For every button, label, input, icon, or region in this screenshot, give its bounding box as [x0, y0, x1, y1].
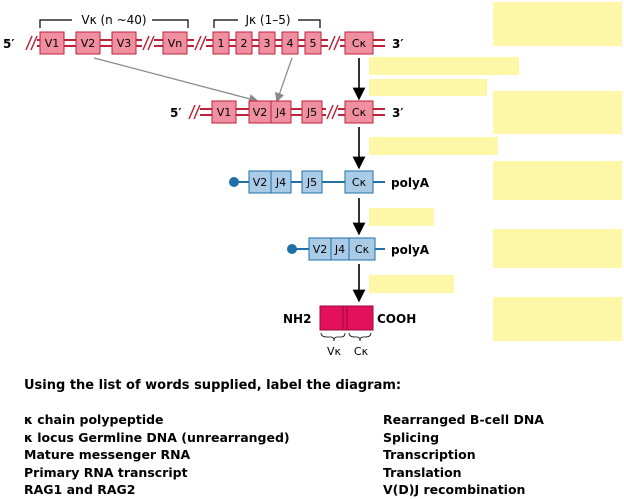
segment-v2: V2 [75, 31, 101, 55]
label-blank-9[interactable] [369, 275, 454, 293]
svg-text:1: 1 [218, 37, 225, 50]
segment-j4: J4 [330, 237, 350, 261]
svg-text:Cκ: Cκ [352, 106, 367, 119]
term-transcription: Transcription [383, 447, 476, 462]
kappa-polypeptide: NH2 COOH Vκ Cκ [283, 305, 416, 358]
term-primary-transcript: Primary RNA transcript [24, 464, 188, 480]
v-group-label: Vκ (n ~40) [81, 13, 146, 27]
term-splicing: Splicing [383, 429, 440, 445]
cap-icon [229, 177, 239, 187]
label-blank-2[interactable] [369, 57, 519, 75]
svg-text:V1: V1 [45, 37, 60, 50]
svg-text:5: 5 [310, 37, 317, 50]
rearranged-dna: 5′ 3′ V1 V2 J4 J5 Cκ [170, 100, 404, 124]
mature-mrna: V2 J4 Cκ polyA [287, 237, 430, 261]
c-terminus: COOH [377, 312, 416, 326]
segment-j5: 5 [304, 31, 322, 55]
svg-text:J4: J4 [334, 243, 345, 256]
svg-text:Vn: Vn [168, 37, 183, 50]
recombination-arrow-v2 [93, 57, 259, 104]
svg-text:Cκ: Cκ [352, 176, 367, 189]
protein-constant-region [346, 305, 374, 331]
svg-text:J4: J4 [275, 176, 286, 189]
diagram: 5′ 3′ Vκ (n ~40) Jκ (1–5) V1 V2 V3 Vn [3, 12, 430, 358]
v-region-brace [320, 332, 346, 342]
segment-v2: V2 [308, 237, 332, 261]
segment-c-kappa: Cκ [344, 170, 374, 194]
cap-icon [287, 244, 297, 254]
label-blank-1[interactable] [493, 2, 622, 46]
segment-j4: J4 [270, 170, 292, 194]
segment-v2: V2 [248, 170, 272, 194]
svg-text:J5: J5 [306, 176, 317, 189]
svg-text:V2: V2 [313, 243, 328, 256]
term-kappa-polypeptide: κ chain polypeptide [24, 412, 164, 427]
segment-v1: V1 [211, 100, 237, 124]
label-blank-3[interactable] [369, 79, 487, 96]
segment-v2: V2 [248, 100, 272, 124]
segment-j5: J5 [301, 170, 323, 194]
germline-5prime: 5′ [3, 37, 15, 51]
terms-right: Rearranged B-cell DNA Splicing Transcrip… [383, 411, 544, 499]
svg-text:V2: V2 [81, 37, 96, 50]
svg-text:Cκ: Cκ [352, 37, 367, 50]
polya-tail: polyA [391, 176, 430, 190]
term-germline-dna: κ locus Germline DNA (unrearranged) [24, 429, 290, 445]
segment-j4: 4 [281, 31, 299, 55]
segment-j1: 1 [212, 31, 230, 55]
svg-text:3: 3 [264, 37, 271, 50]
v-kappa-label: Vκ [327, 345, 342, 358]
segment-j5: J5 [301, 100, 323, 124]
svg-text:V1: V1 [217, 106, 232, 119]
primary-transcript: V2 J4 J5 Cκ polyA [229, 170, 430, 194]
svg-text:V2: V2 [253, 106, 268, 119]
label-blank-4[interactable] [493, 91, 622, 134]
segment-v1: V1 [39, 31, 65, 55]
label-blank-5[interactable] [369, 137, 498, 155]
svg-text:V3: V3 [117, 37, 132, 50]
segment-c-kappa: Cκ [344, 100, 374, 124]
germline-dna: 5′ 3′ Vκ (n ~40) Jκ (1–5) V1 V2 V3 Vn [3, 12, 404, 55]
polya-tail: polyA [391, 243, 430, 257]
term-rag: RAG1 and RAG2 [24, 482, 136, 497]
label-blank-6[interactable] [493, 161, 622, 200]
svg-text:J4: J4 [275, 106, 286, 119]
label-blank-8[interactable] [493, 229, 622, 268]
c-region-brace [348, 332, 372, 342]
germline-3prime: 3′ [392, 37, 404, 51]
svg-text:Cκ: Cκ [355, 243, 370, 256]
term-rearranged-dna: Rearranged B-cell DNA [383, 412, 544, 427]
term-translation: Translation [383, 464, 462, 480]
rearranged-3prime: 3′ [392, 106, 404, 120]
segment-c-kappa: Cκ [344, 31, 374, 55]
label-blank-10[interactable] [493, 297, 622, 341]
segment-j3: 3 [258, 31, 276, 55]
j-group-label: Jκ (1–5) [244, 13, 290, 27]
segment-j2: 2 [235, 31, 253, 55]
term-vdj-recombination: V(D)J recombination [383, 482, 526, 497]
segment-v3: V3 [111, 31, 137, 55]
segment-c-kappa: Cκ [348, 237, 376, 261]
svg-text:2: 2 [241, 37, 248, 50]
n-terminus: NH2 [283, 312, 311, 326]
segment-vn: Vn [162, 31, 188, 55]
label-blank-7[interactable] [369, 208, 434, 226]
term-mature-mrna: Mature messenger RNA [24, 447, 191, 462]
svg-text:V2: V2 [253, 176, 268, 189]
segment-j4: J4 [270, 100, 292, 124]
svg-text:4: 4 [287, 37, 294, 50]
rearranged-5prime: 5′ [170, 106, 182, 120]
terms-left: κ chain polypeptide κ locus Germline DNA… [24, 411, 290, 499]
c-kappa-label: Cκ [354, 345, 369, 358]
recombination-arrow-j4 [275, 57, 293, 103]
instructions: Using the list of words supplied, label … [24, 378, 402, 393]
svg-text:J5: J5 [306, 106, 317, 119]
